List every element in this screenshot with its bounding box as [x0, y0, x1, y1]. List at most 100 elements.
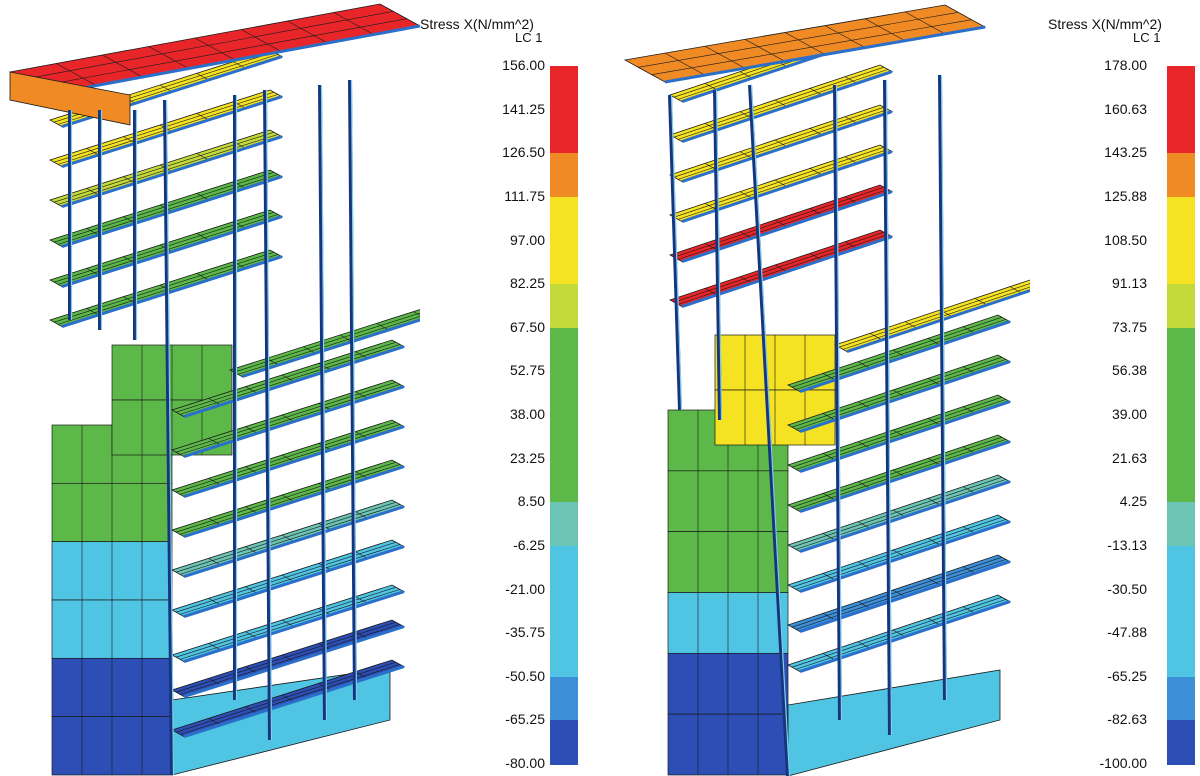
mesh-line: [795, 359, 1007, 430]
edge-beam: [846, 289, 1030, 354]
mesh-line: [245, 706, 258, 714]
mesh-line: [869, 333, 883, 341]
mesh-line: [86, 308, 99, 316]
mesh-line: [86, 188, 99, 196]
mesh-line: [245, 386, 258, 394]
mesh-line: [208, 478, 221, 486]
legend-swatch: [1167, 415, 1195, 460]
mesh-line: [179, 384, 401, 455]
mesh-line: [281, 494, 295, 502]
legend-swatch: [550, 196, 578, 241]
mesh-line: [179, 544, 401, 615]
legend-tick: 141.25: [502, 100, 545, 117]
mesh-line: [245, 466, 258, 474]
mesh-line: [53, 171, 275, 243]
mesh-line: [355, 431, 368, 439]
legend-tick: 125.88: [1104, 187, 1147, 204]
legend-swatch: [1167, 589, 1195, 634]
mesh-line: [791, 596, 1003, 668]
mesh-line: [774, 219, 788, 227]
mesh-line: [194, 37, 236, 61]
mesh-line: [175, 541, 397, 613]
legend-tick: 56.38: [1111, 362, 1147, 379]
mesh-line: [673, 231, 885, 303]
mesh-line: [791, 436, 1003, 508]
edge-beam: [183, 345, 405, 419]
mesh-line: [208, 678, 221, 686]
legend-swatch: [550, 371, 578, 416]
mesh-line: [175, 586, 397, 658]
mesh-line: [857, 441, 871, 449]
mesh-line: [179, 664, 401, 735]
mesh-line: [281, 534, 295, 542]
legend-tick: 52.75: [509, 362, 545, 379]
mesh-line: [208, 598, 221, 606]
mesh-line: [281, 574, 295, 582]
mesh-line: [927, 578, 941, 586]
mesh-line: [774, 139, 788, 147]
legend-tick: 4.25: [1119, 493, 1147, 510]
legend-swatch: [550, 66, 578, 111]
mesh-line: [962, 446, 976, 454]
mesh-line: [208, 398, 221, 406]
mesh-line: [795, 599, 1007, 670]
mesh-line: [281, 694, 295, 702]
mesh-line: [927, 418, 941, 426]
mesh-line: [822, 573, 836, 581]
legend-tick: 91.13: [1111, 275, 1147, 292]
mesh-line: [962, 526, 976, 534]
mesh-line: [927, 498, 941, 506]
legend-tick: -65.25: [1107, 667, 1147, 684]
mesh-line: [208, 518, 221, 526]
mesh-line: [281, 619, 295, 627]
mesh-line: [795, 519, 1007, 590]
mesh-line: [175, 621, 397, 693]
mesh-line: [233, 61, 246, 69]
mesh-line: [179, 589, 401, 660]
mesh-line: [355, 511, 368, 519]
legend-tick: -65.25: [505, 711, 545, 728]
column-highlight: [670, 94, 683, 411]
base-box: [787, 669, 1001, 776]
mesh-line: [739, 191, 753, 199]
mesh-line: [355, 551, 368, 559]
mesh-line: [36, 18, 407, 87]
legend-tick: 23.25: [509, 449, 545, 466]
mesh-line: [974, 298, 988, 306]
legend-tick: -35.75: [505, 624, 545, 641]
legend-swatch: [550, 589, 578, 634]
legend-swatch: [550, 502, 578, 547]
mesh-line: [159, 84, 173, 92]
legend-swatch: [1167, 371, 1195, 416]
mesh-line: [927, 378, 941, 386]
column-highlight: [940, 74, 948, 701]
legend-swatch: [1167, 545, 1195, 590]
mesh-line: [739, 276, 753, 284]
edge-beam: [183, 385, 405, 459]
mesh-line: [281, 454, 295, 462]
mesh-line: [86, 268, 99, 276]
legend-tick: 178.00: [1104, 57, 1147, 73]
legend-swatch: [550, 720, 578, 765]
mesh-line: [303, 346, 316, 354]
legend-tick: -100.00: [1099, 755, 1147, 771]
mesh-line: [744, 39, 786, 62]
legend-tick: 21.63: [1111, 449, 1147, 466]
column: [163, 99, 174, 776]
legend-swatch: [1167, 153, 1195, 198]
mesh-line: [892, 509, 906, 517]
right-building-model: [623, 4, 1030, 776]
mesh-line: [179, 464, 401, 535]
mesh-line: [677, 234, 889, 305]
mesh-line: [175, 661, 397, 733]
edge-beam: [183, 545, 405, 619]
legend-load-case: LC 1: [515, 30, 543, 45]
legend-swatch: [1167, 458, 1195, 503]
mesh-line: [892, 549, 906, 557]
column: [748, 84, 790, 776]
mesh-line: [23, 11, 394, 80]
mesh-line: [196, 273, 209, 281]
legend-tick: 143.25: [1104, 144, 1147, 161]
mesh-line: [673, 186, 885, 258]
mesh-line: [809, 88, 823, 96]
